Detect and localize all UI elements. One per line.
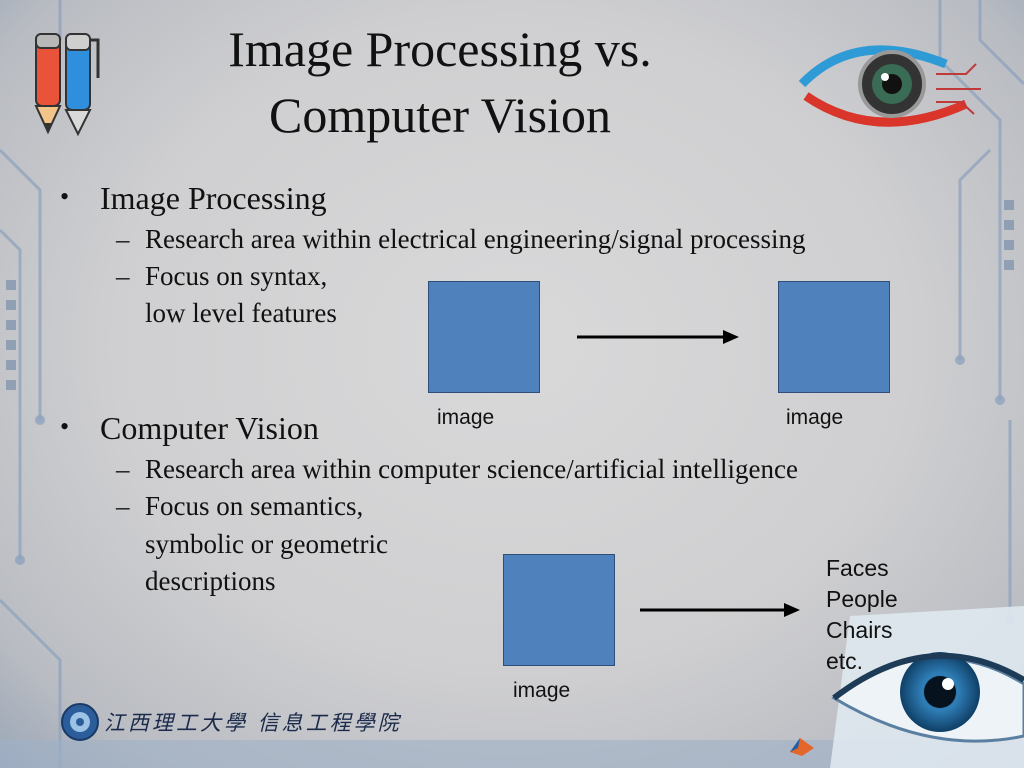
input-image-caption: image — [437, 406, 495, 429]
ip-item-focus-line-1: Focus on syntax, — [145, 261, 328, 291]
output-label-faces: Faces — [826, 555, 889, 581]
output-image-box — [778, 281, 890, 393]
cv-item-focus-line-2: symbolic or geometric — [145, 529, 388, 559]
institution-name: 江西理工大學 信息工程學院 — [104, 711, 402, 735]
dash-marker: – — [116, 491, 130, 521]
title-line-2: Computer Vision — [269, 87, 611, 143]
eye-photo — [830, 606, 1024, 768]
cv-item-focus-line-1: Focus on semantics, — [145, 491, 364, 521]
ip-item-focus-line-2: low level features — [145, 298, 337, 328]
arrow-right-icon — [577, 330, 739, 344]
section-heading-image-processing: Image Processing — [100, 180, 327, 216]
page-title: Image Processing vs. Computer Vision — [150, 16, 730, 148]
output-image-caption: image — [786, 406, 844, 429]
matlab-icon — [790, 738, 814, 756]
dash-marker: – — [116, 261, 130, 291]
pen-icon — [64, 33, 100, 137]
output-label-chairs: Chairs — [826, 617, 893, 643]
output-label-people: People — [826, 586, 898, 612]
bullet-marker: • — [60, 412, 70, 441]
eye-lens-logo — [798, 45, 981, 127]
cv-input-image-box — [503, 554, 615, 666]
ip-item-research-area: Research area within electrical engineer… — [145, 224, 806, 254]
dash-marker: – — [116, 224, 130, 254]
title-line-1: Image Processing vs. — [228, 21, 652, 77]
cv-item-focus-line-3: descriptions — [145, 566, 276, 596]
pencil-icon — [34, 33, 62, 135]
cv-output-labels: Faces People Chairs etc. — [826, 553, 898, 677]
input-image-box — [428, 281, 540, 393]
section-heading-computer-vision: Computer Vision — [100, 410, 319, 446]
bullet-marker: • — [60, 182, 70, 211]
output-label-etc: etc. — [826, 648, 864, 674]
cv-item-research-area: Research area within computer science/ar… — [145, 454, 798, 484]
arrow-right-icon — [640, 603, 800, 617]
university-seal-icon — [61, 703, 99, 741]
cv-input-image-caption: image — [513, 679, 571, 702]
dash-marker: – — [116, 454, 130, 484]
